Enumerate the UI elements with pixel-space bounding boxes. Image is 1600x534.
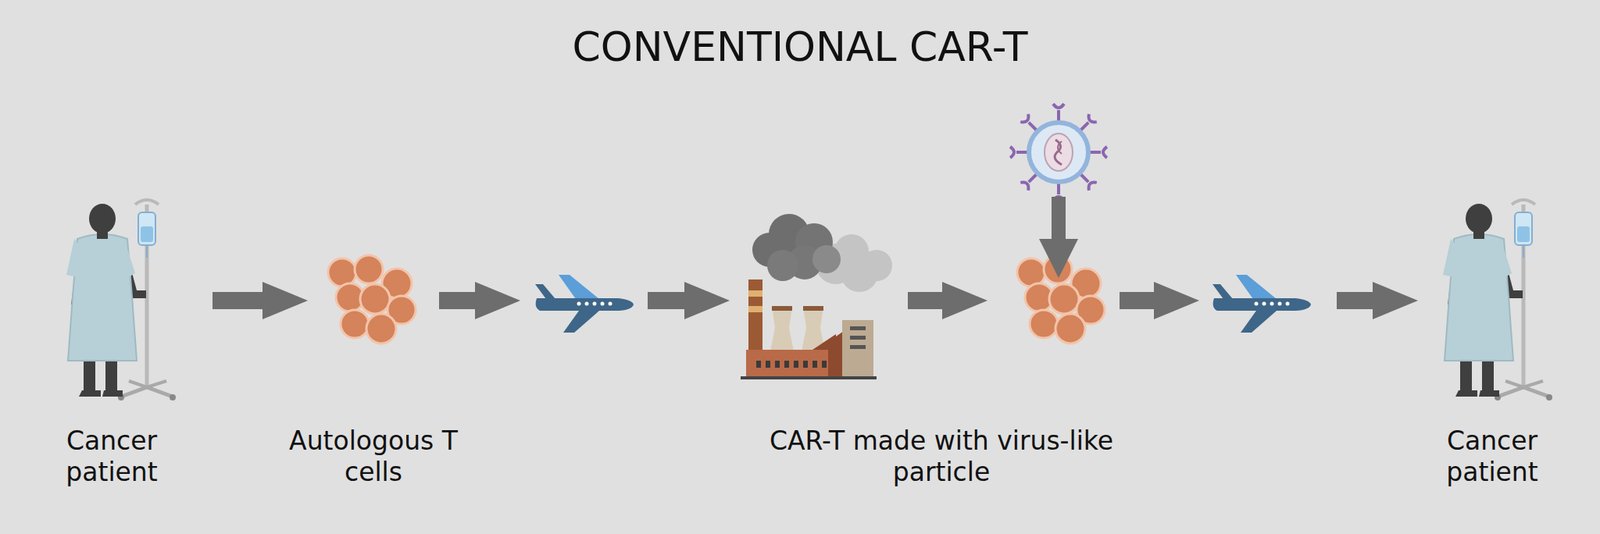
flow-arrow [212, 282, 308, 320]
node-label: Autologous T cells [267, 425, 479, 489]
icon-node: Cancer patient [1417, 234, 1567, 368]
icon-node: Cancer patient [56, 234, 213, 368]
flow-arrow [439, 282, 988, 320]
icon-node: CAR-T made with virus-like particle [987, 234, 1120, 368]
icon-node: Autologous T cells [307, 234, 440, 368]
flow-arrow [1119, 282, 1418, 320]
diagram-title: CONVENTIONAL CAR-T [0, 23, 1600, 71]
node-label: CAR-T made with virus-like particle [765, 425, 1118, 489]
node-label: Cancer patient [1425, 425, 1559, 489]
node-label: Cancer patient [45, 425, 179, 489]
